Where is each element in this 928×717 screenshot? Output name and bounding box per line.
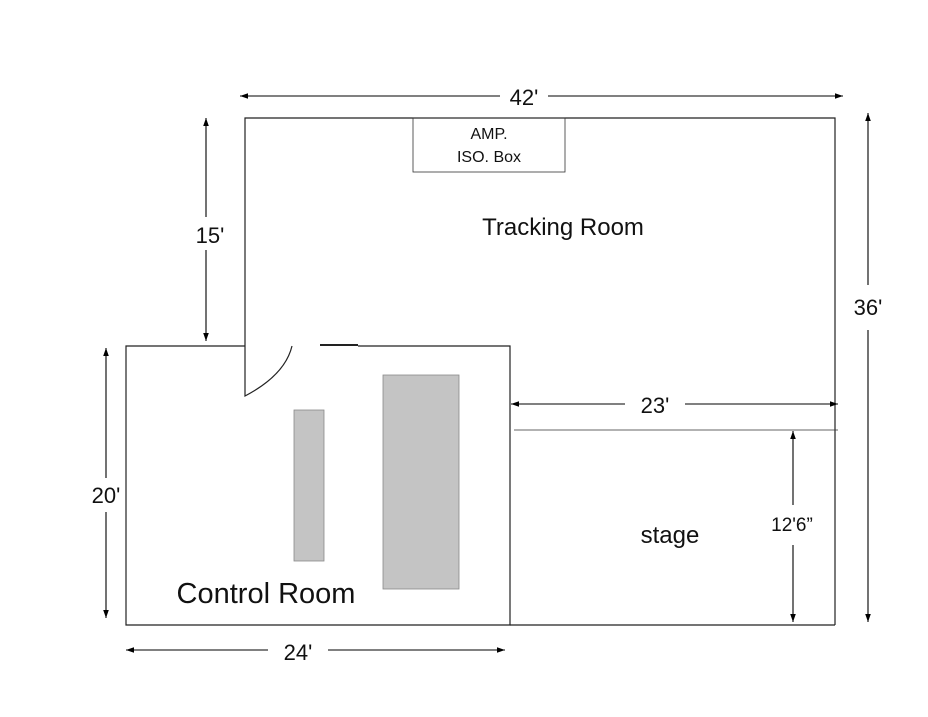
dim-label-42: 42'	[510, 85, 539, 110]
stage-label: stage	[641, 522, 700, 549]
iso-box-label-line1: AMP.	[470, 126, 507, 143]
dim-label-20: 20'	[92, 483, 121, 508]
dim-label-36: 36'	[854, 295, 883, 320]
dim-label-24: 24'	[284, 640, 313, 665]
tracking-room-label: Tracking Room	[482, 214, 644, 241]
door-swing	[244, 345, 293, 397]
tracking-room-wall	[244, 117, 836, 625]
control-desk-small	[293, 409, 325, 562]
control-console	[382, 374, 460, 590]
dim-label-23: 23'	[641, 393, 670, 418]
amp-iso-box	[412, 117, 566, 173]
iso-box-label-line2: ISO. Box	[457, 149, 521, 166]
control-room-wall	[125, 345, 511, 626]
dim-label-15: 15'	[196, 223, 225, 248]
control-room-label: Control Room	[177, 578, 356, 610]
dim-label-12-6: 12'6”	[771, 515, 813, 536]
